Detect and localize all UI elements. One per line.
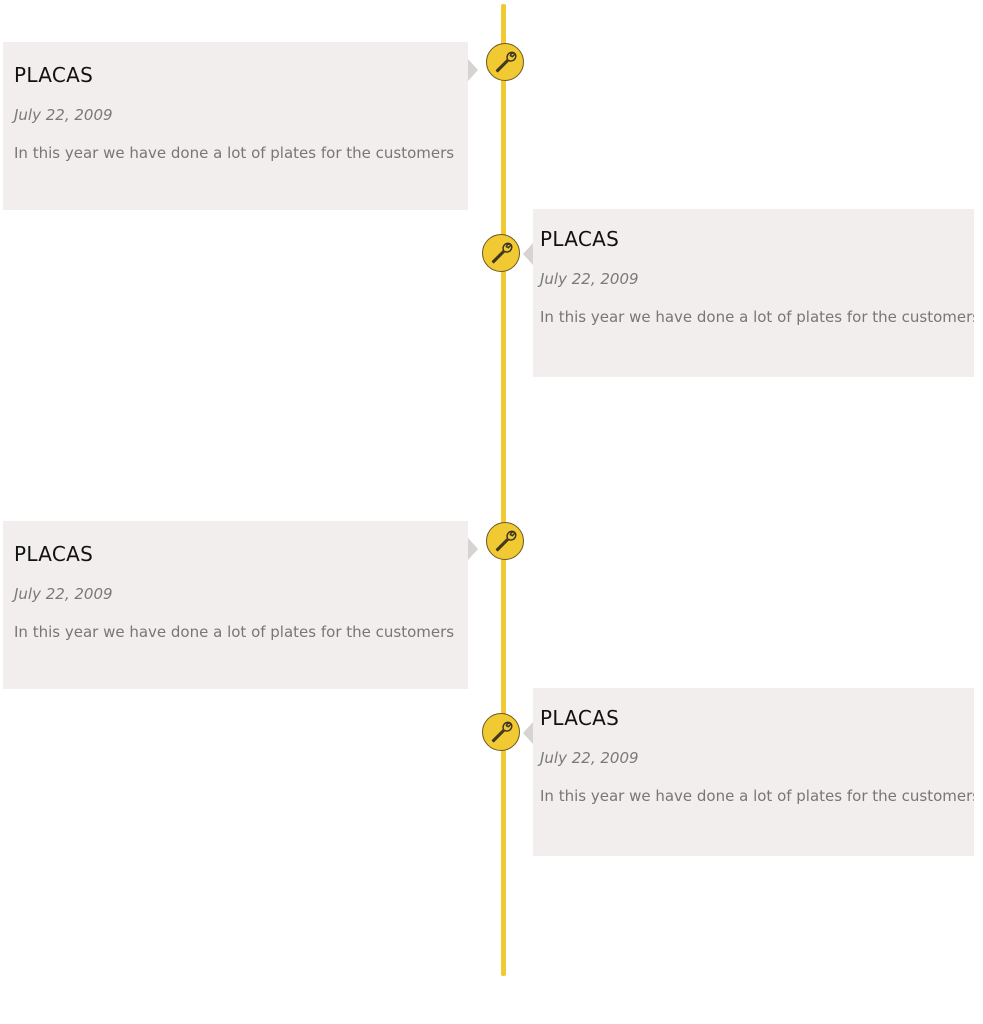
timeline-card: PLACAS July 22, 2009 In this year we hav… [533, 209, 974, 377]
wrench-icon [488, 719, 514, 745]
card-pointer [523, 722, 533, 744]
card-title: PLACAS [540, 227, 620, 251]
card-date: July 22, 2009 [540, 749, 639, 767]
card-date: July 22, 2009 [540, 270, 639, 288]
card-title: PLACAS [540, 706, 620, 730]
wrench-icon [492, 528, 518, 554]
card-pointer [468, 59, 478, 81]
card-pointer [468, 538, 478, 560]
card-description: In this year we have done a lot of plate… [540, 308, 974, 326]
card-description: In this year we have done a lot of plate… [14, 623, 455, 641]
card-date: July 22, 2009 [14, 106, 113, 124]
wrench-icon [488, 240, 514, 266]
wrench-icon [492, 49, 518, 75]
card-description: In this year we have done a lot of plate… [540, 787, 974, 805]
card-description: In this year we have done a lot of plate… [14, 144, 455, 162]
card-pointer [523, 243, 533, 265]
card-title: PLACAS [14, 542, 94, 566]
timeline-badge [482, 234, 520, 272]
timeline-badge [482, 713, 520, 751]
timeline-badge [486, 43, 524, 81]
timeline-card: PLACAS July 22, 2009 In this year we hav… [3, 521, 468, 689]
timeline-card: PLACAS July 22, 2009 In this year we hav… [3, 42, 468, 210]
timeline-badge [486, 522, 524, 560]
timeline-spine [501, 4, 506, 976]
card-title: PLACAS [14, 63, 94, 87]
card-date: July 22, 2009 [14, 585, 113, 603]
timeline-card: PLACAS July 22, 2009 In this year we hav… [533, 688, 974, 856]
